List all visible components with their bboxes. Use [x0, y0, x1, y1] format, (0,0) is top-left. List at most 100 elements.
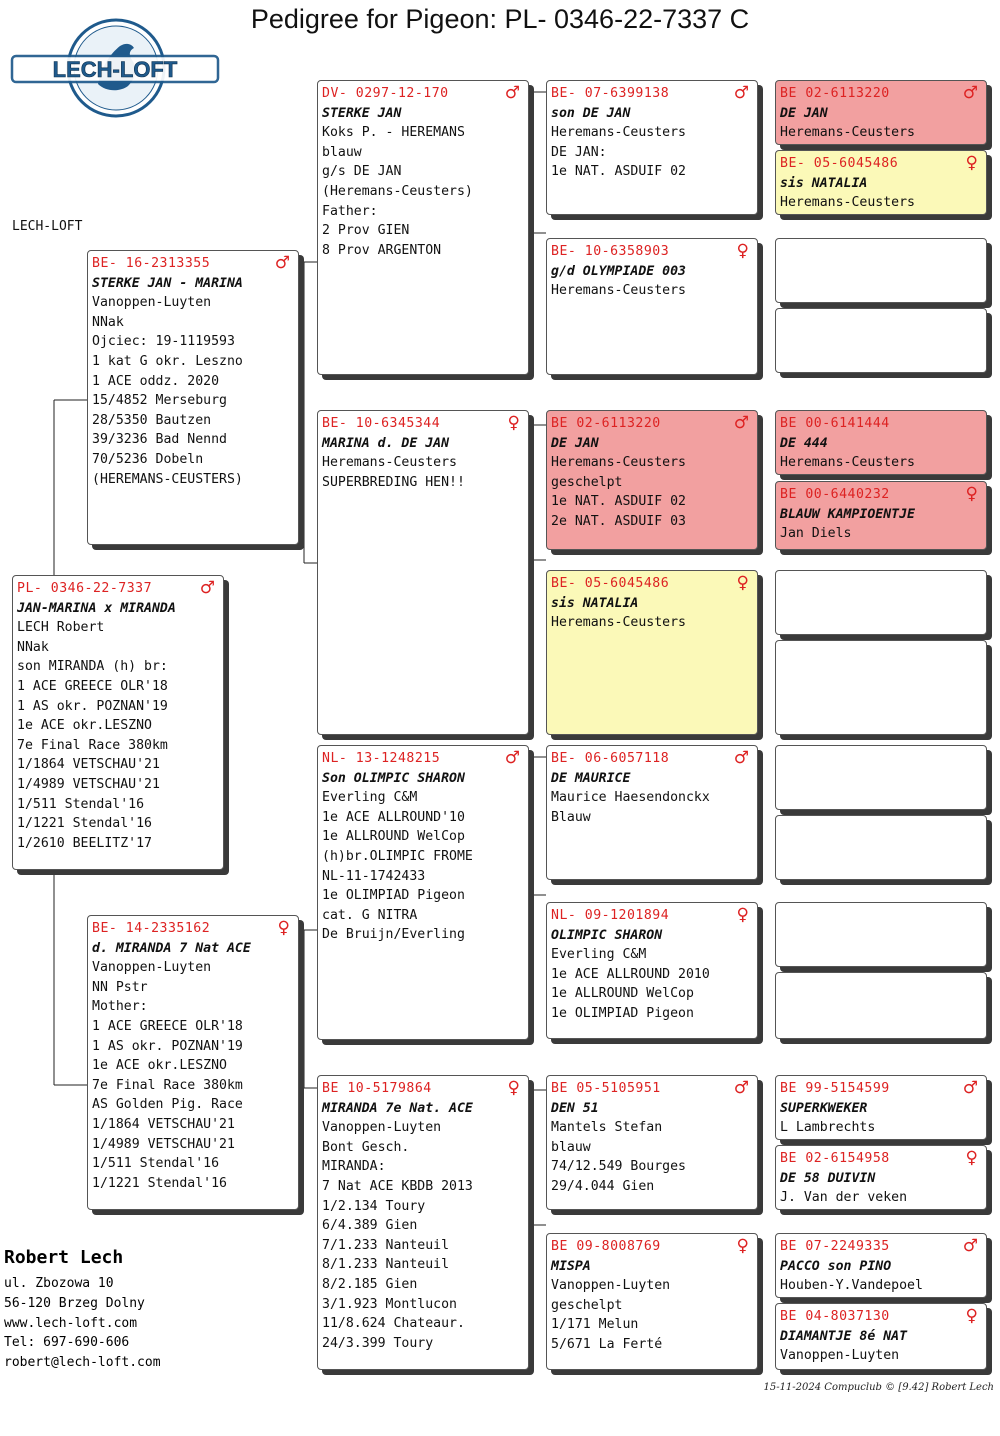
ring-number: BE 00-6141444 [780, 416, 890, 431]
ring-number: BE- 06-6057118 [551, 751, 670, 766]
card-detail-line: geschelpt [551, 474, 623, 490]
contact-phone: Tel: 697-690-606 [4, 1335, 130, 1351]
card-detail-line: 1 ACE GREECE OLR'18 [92, 1018, 243, 1034]
card-detail-line: Heremans-Ceusters [551, 615, 686, 631]
card-detail-line: blauw [551, 1139, 591, 1155]
sex-symbol-icon: ♀ [965, 153, 978, 173]
pigeon-name: sis NATALIA [780, 175, 868, 191]
ring-number: DV- 0297-12-170 [322, 86, 449, 101]
card-detail-line: 1e NAT. ASDUIF 02 [551, 494, 686, 510]
card-detail-line: 1 ACE oddz. 2020 [92, 373, 220, 389]
sex-symbol-icon: ♀ [736, 1236, 749, 1256]
pigeon-name: DE 444 [780, 435, 828, 451]
card-detail-line: L Lambrechts [780, 1120, 876, 1136]
card-detail-line: 7 Nat ACE KBDB 2013 [322, 1178, 473, 1194]
pigeon-name: STERKE JAN [322, 105, 402, 121]
card-detail-line: 1/4989 VETSCHAU'21 [92, 1136, 235, 1152]
pedigree-card [775, 238, 987, 303]
card-detail-line: 1e ALLROUND WelCop [322, 829, 465, 845]
card-detail-line: 1e OLIMPIAD Pigeon [322, 888, 465, 904]
sex-symbol-icon: ♀ [736, 905, 749, 925]
card-detail-line: 7e Final Race 380km [92, 1077, 243, 1093]
pigeon-name: g/d OLYMPIADE 003 [551, 263, 686, 279]
ring-number: PL- 0346-22-7337 [17, 581, 153, 596]
pigeon-name: MARINA d. DE JAN [322, 435, 450, 451]
card-detail-line: NNak [17, 639, 49, 655]
ring-number: BE- 10-6345344 [322, 416, 441, 431]
card-detail-line: blauw [322, 144, 362, 160]
sex-symbol-icon: ♂ [733, 748, 749, 768]
lech-loft-logo: LECH-LOFT [10, 18, 220, 118]
ring-number: BE 09-8008769 [551, 1239, 661, 1254]
sex-symbol-icon: ♀ [965, 1306, 978, 1326]
card-detail-line: Mantels Stefan [551, 1120, 663, 1136]
contact-name: Robert Lech [4, 1247, 124, 1268]
pigeon-name: MIRANDA 7e Nat. ACE [322, 1100, 473, 1116]
card-detail-line: SUPERBREDING HEN!! [322, 474, 465, 490]
pigeon-name: PACCO son PINO [780, 1258, 892, 1274]
card-detail-line: 8/1.233 Nanteuil [322, 1257, 450, 1273]
pigeon-name: DIAMANTJE 8é NAT [780, 1328, 908, 1344]
pedigree-card [775, 745, 987, 810]
card-detail-line: (Heremans-Ceusters) [322, 183, 473, 199]
card-detail-line: Ojciec: 19-1119593 [92, 334, 235, 350]
ring-number: BE 04-8037130 [780, 1309, 890, 1324]
card-detail-line: 3/1.923 Montlucon [322, 1296, 457, 1312]
card-detail-line: 5/671 La Ferté [551, 1336, 663, 1352]
pigeon-name: son DE JAN [551, 105, 631, 121]
card-detail-line: 70/5236 Dobeln [92, 451, 204, 467]
ring-number: BE- 10-6358903 [551, 244, 670, 259]
card-detail-line: 15/4852 Merseburg [92, 393, 227, 409]
pigeon-name: BLAUW KAMPIOENTJE [780, 506, 915, 522]
card-detail-line: 11/8.624 Chateaur. [322, 1316, 465, 1332]
owner-tag: LECH-LOFT [12, 219, 83, 234]
pigeon-name: JAN-MARINA x MIRANDA [17, 600, 176, 616]
card-detail-line: 1/1864 VETSCHAU'21 [17, 757, 160, 773]
card-detail-line: 1 AS okr. POZNAN'19 [17, 698, 168, 714]
card-detail-line: 28/5350 Bautzen [92, 412, 212, 428]
sex-symbol-icon: ♂ [962, 83, 978, 103]
ring-number: BE- 07-6399138 [551, 86, 670, 101]
card-detail-line: NNak [92, 314, 124, 330]
pigeon-name: STERKE JAN - MARINA [92, 275, 243, 291]
card-detail-line: 1/1221 Stendal'16 [92, 1175, 227, 1191]
ring-number: BE 02-6154958 [780, 1151, 890, 1166]
card-detail-line: 1/2610 BEELITZ'17 [17, 835, 152, 851]
contact-block: Robert Lech ul. Zbozowa 10 56-120 Brzeg … [4, 1247, 161, 1373]
card-detail-line: Father: [322, 203, 378, 219]
pigeon-name: sis NATALIA [551, 595, 639, 611]
website-link[interactable]: www.lech-loft.com [4, 1315, 138, 1331]
email-link[interactable]: robert@lech-loft.com [4, 1355, 161, 1371]
card-detail-line: De Bruijn/Everling [322, 927, 465, 943]
card-detail-line: J. Van der veken [780, 1190, 908, 1206]
card-detail-line: 1 kat G okr. Leszno [92, 353, 243, 369]
card-detail-line: geschelpt [551, 1297, 623, 1313]
card-detail-line: 7e Final Race 380km [17, 737, 168, 753]
pedigree-card [775, 815, 987, 880]
ring-number: NL- 09-1201894 [551, 908, 670, 923]
sex-symbol-icon: ♀ [965, 484, 978, 504]
pedigree-card [775, 640, 987, 735]
pigeon-name: MISPA [551, 1258, 591, 1274]
card-detail-line: 1/2.134 Toury [322, 1198, 426, 1214]
card-detail-line: Koks P. - HEREMANS [322, 125, 465, 141]
card-detail-line: 1e ACE ALLROUND 2010 [551, 966, 710, 982]
card-detail-line: AS Golden Pig. Race [92, 1097, 243, 1113]
ring-number: BE 05-5105951 [551, 1081, 661, 1096]
sex-symbol-icon: ♂ [962, 1078, 978, 1098]
sex-symbol-icon: ♂ [199, 578, 215, 598]
pigeon-name: Son OLIMPIC SHARON [322, 770, 465, 786]
sex-symbol-icon: ♀ [736, 573, 749, 593]
